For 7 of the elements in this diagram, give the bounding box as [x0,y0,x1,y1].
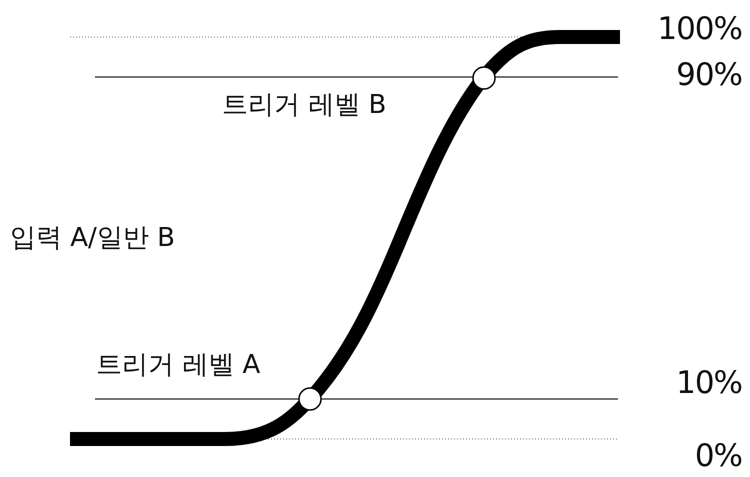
level-value: 0% [694,441,742,472]
trigger-level-label: 트리거 레벨 B [222,92,386,118]
level-value: 90% [676,60,742,91]
level-value: 100% [657,14,742,45]
input-label: 입력 A/일반 B [10,225,175,251]
level-value: 10% [676,368,742,399]
trigger-level-label: 트리거 레벨 A [96,352,260,378]
